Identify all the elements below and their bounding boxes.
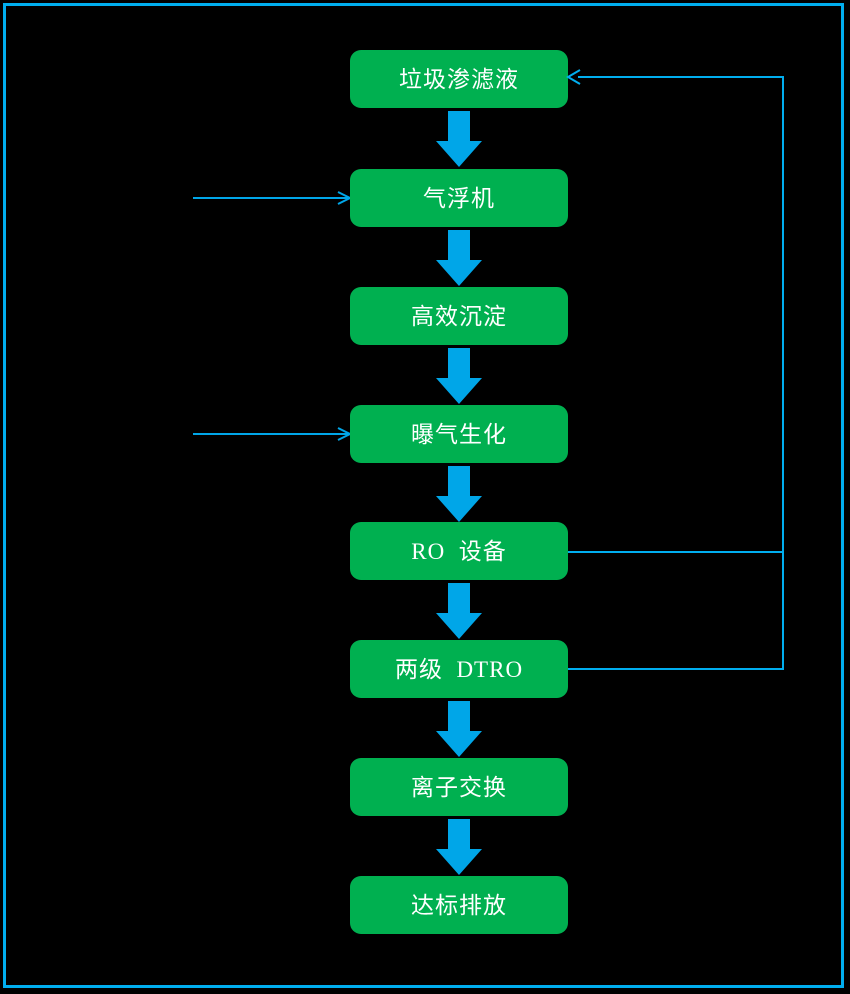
node-flotation[interactable]: 气浮机 [350, 169, 568, 227]
node-discharge-label: 达标排放 [411, 892, 507, 918]
node-sediment-label: 高效沉淀 [411, 303, 507, 329]
down-arrow-icon-ro-to-dtro [436, 583, 482, 639]
recycle-line-return-horizontal [578, 76, 784, 78]
node-aeration[interactable]: 曝气生化 [350, 405, 568, 463]
node-discharge[interactable]: 达标排放 [350, 876, 568, 934]
node-ion-exchange-label: 离子交换 [411, 774, 507, 800]
recycle-line-ro-horizontal [568, 551, 784, 553]
node-leachate[interactable]: 垃圾渗滤液 [350, 50, 568, 108]
feed-arrow-icon-into-aeration [193, 427, 350, 441]
down-arrow-icon-flotation-to-sediment [436, 230, 482, 286]
node-dtro-label: 两级 DTRO [394, 656, 524, 682]
down-arrow-icon-dtro-to-ion-exchange [436, 701, 482, 757]
down-arrow-icon-ion-exchange-to-discharge [436, 819, 482, 875]
recycle-line-riser-vertical [782, 76, 784, 669]
node-sediment[interactable]: 高效沉淀 [350, 287, 568, 345]
node-aeration-label: 曝气生化 [411, 421, 507, 447]
recycle-arrow-head-icon-into-leachate [566, 69, 584, 85]
canvas-border-frame [3, 3, 844, 988]
node-ion-exchange[interactable]: 离子交换 [350, 758, 568, 816]
recycle-line-dtro-horizontal [568, 668, 784, 670]
feed-arrow-icon-into-flotation [193, 191, 350, 205]
node-ro-label: RO 设备 [411, 538, 507, 564]
node-dtro[interactable]: 两级 DTRO [350, 640, 568, 698]
down-arrow-icon-sediment-to-aeration [436, 348, 482, 404]
node-ro[interactable]: RO 设备 [350, 522, 568, 580]
down-arrow-icon-aeration-to-ro [436, 466, 482, 522]
node-leachate-label: 垃圾渗滤液 [399, 66, 519, 92]
node-flotation-label: 气浮机 [423, 185, 495, 211]
down-arrow-icon-leachate-to-flotation [436, 111, 482, 167]
